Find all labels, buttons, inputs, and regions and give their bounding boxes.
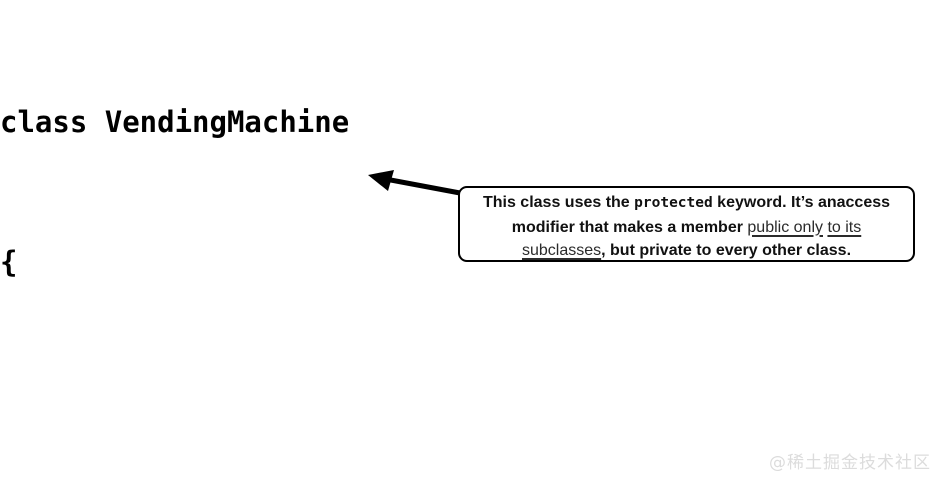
callout-emphasis-part1: public only <box>747 218 823 236</box>
callout-line3-suffix: , but private to every other class. <box>601 242 852 259</box>
callout-line1-suffix: keyword. It’s an <box>712 194 837 211</box>
callout-emphasis-part2: to its subclasses <box>521 218 862 260</box>
callout-box: This class uses the protected keyword. I… <box>458 186 915 262</box>
watermark: @稀土掘金技术社区 <box>769 453 931 473</box>
code-line-open-brace: { <box>0 245 18 279</box>
callout-line1-prefix: This class uses the <box>482 194 635 211</box>
code-line-blank-1 <box>0 385 943 420</box>
callout-text: This class uses the protected keyword. I… <box>468 191 905 263</box>
callout-line2-prefix: access modifier that makes a member <box>511 194 891 236</box>
callout-mono-keyword: protected <box>634 195 713 211</box>
code-line-class-decl: class VendingMachine <box>0 105 350 139</box>
